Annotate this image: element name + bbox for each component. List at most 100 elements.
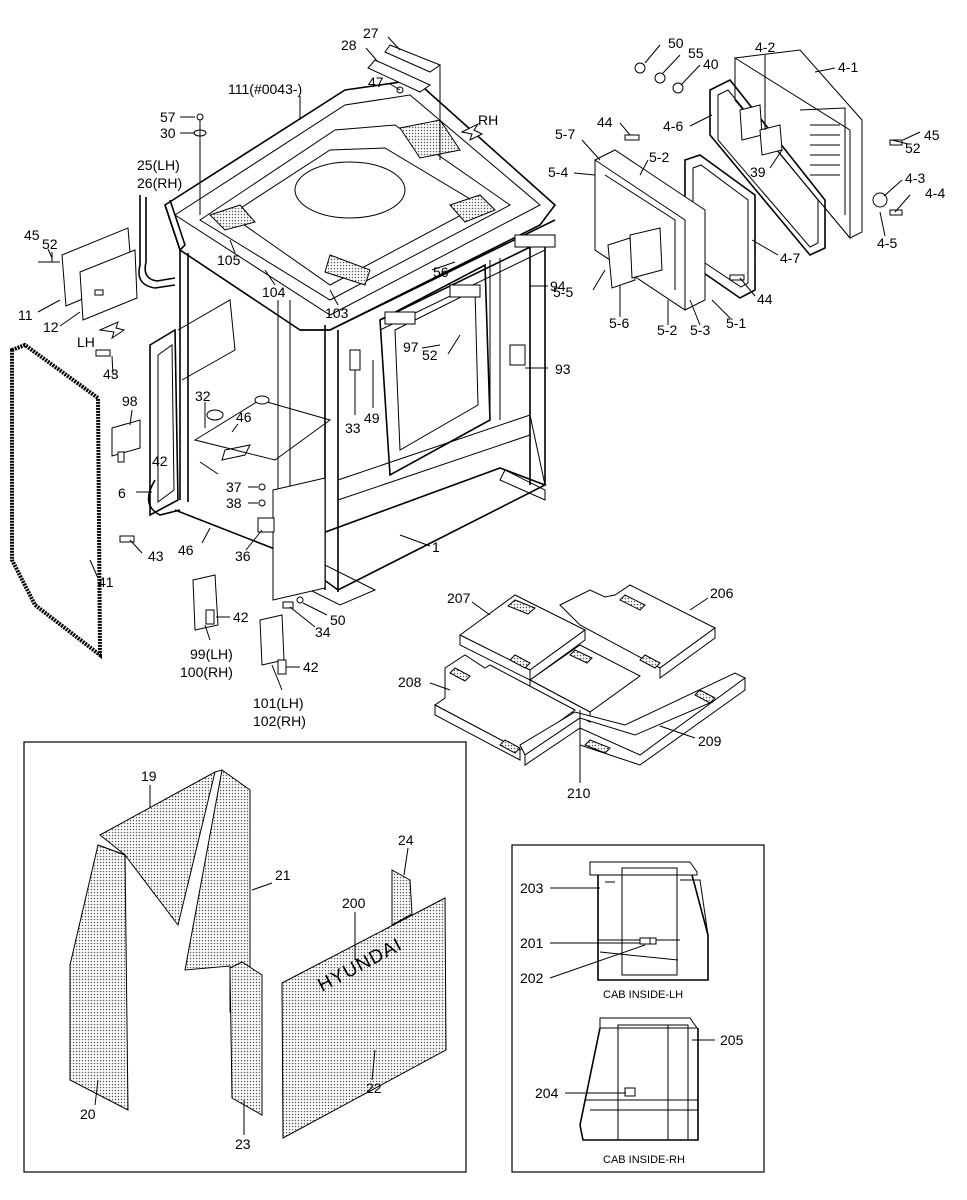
cab-inside-box bbox=[511, 844, 765, 1173]
trim-panel-24 bbox=[391, 869, 413, 926]
label-52-right: 52 bbox=[905, 140, 921, 156]
label-49: 49 bbox=[364, 410, 380, 426]
label-208: 208 bbox=[398, 674, 422, 690]
label-5-4: 5-4 bbox=[548, 164, 568, 180]
label-1: 1 bbox=[432, 539, 440, 555]
label-4-7: 4-7 bbox=[780, 250, 800, 266]
label-26: 26(RH) bbox=[137, 175, 182, 191]
label-104: 104 bbox=[262, 284, 286, 300]
label-34: 34 bbox=[315, 624, 331, 640]
label-205: 205 bbox=[720, 1032, 744, 1048]
label-207: 207 bbox=[447, 590, 471, 606]
cover-12 bbox=[79, 249, 138, 321]
part-number-labels: 27 28 47 111(#0043-) 57 30 25(LH) 26(RH)… bbox=[18, 25, 945, 1166]
label-100: 100(RH) bbox=[180, 664, 233, 680]
label-105: 105 bbox=[217, 252, 241, 268]
label-36: 36 bbox=[235, 548, 251, 564]
label-55: 55 bbox=[688, 45, 704, 61]
label-52-left: 52 bbox=[42, 236, 58, 252]
label-4-5: 4-5 bbox=[877, 235, 897, 251]
cab-frame-assembly bbox=[98, 44, 557, 606]
label-21: 21 bbox=[275, 867, 291, 883]
label-rh: RH bbox=[478, 112, 498, 128]
left-side-parts bbox=[10, 227, 304, 675]
label-101: 101(LH) bbox=[253, 695, 304, 711]
label-206: 206 bbox=[710, 585, 734, 601]
front-left-post bbox=[179, 250, 189, 502]
trim-inset-box bbox=[23, 741, 467, 1173]
label-5-6: 5-6 bbox=[609, 315, 629, 331]
label-38: 38 bbox=[226, 495, 242, 511]
label-lh: LH bbox=[77, 334, 95, 350]
label-42-left: 42 bbox=[152, 453, 168, 469]
trim-panel-22 bbox=[281, 897, 447, 1139]
label-4-6: 4-6 bbox=[663, 118, 683, 134]
label-45-left: 45 bbox=[24, 227, 40, 243]
mat-206 bbox=[559, 584, 716, 669]
label-25: 25(LH) bbox=[137, 157, 180, 173]
label-5-2-top: 5-2 bbox=[649, 149, 669, 165]
label-23: 23 bbox=[235, 1136, 251, 1152]
label-102: 102(RH) bbox=[253, 713, 306, 729]
label-202: 202 bbox=[520, 970, 544, 986]
trim-panel-19 bbox=[99, 771, 216, 927]
cab-inside-lh-view bbox=[589, 861, 709, 981]
label-57: 57 bbox=[160, 109, 176, 125]
label-4-1: 4-1 bbox=[838, 59, 858, 75]
trim-panel-23 bbox=[229, 961, 263, 1116]
label-99: 99(LH) bbox=[190, 646, 233, 662]
label-42-mid: 42 bbox=[233, 609, 249, 625]
label-52-mid: 52 bbox=[422, 347, 438, 363]
label-5-7: 5-7 bbox=[555, 126, 575, 142]
label-43-bottom: 43 bbox=[148, 548, 164, 564]
trim-panel-20 bbox=[69, 844, 129, 1111]
label-201: 201 bbox=[520, 935, 544, 951]
label-50-top: 50 bbox=[668, 35, 684, 51]
label-24: 24 bbox=[398, 832, 414, 848]
label-204: 204 bbox=[535, 1085, 559, 1101]
label-42-bottom: 42 bbox=[303, 659, 319, 675]
label-203: 203 bbox=[520, 880, 544, 896]
label-56: 56 bbox=[433, 264, 449, 280]
label-22: 22 bbox=[366, 1080, 382, 1096]
label-97: 97 bbox=[403, 339, 419, 355]
front-lower-panel bbox=[272, 477, 326, 601]
label-20: 20 bbox=[80, 1106, 96, 1122]
roof-panel bbox=[164, 79, 557, 331]
label-93: 93 bbox=[555, 361, 571, 377]
label-11: 11 bbox=[18, 307, 33, 323]
air-duct-assembly bbox=[594, 49, 903, 311]
duct-5-6 bbox=[607, 237, 636, 289]
label-200: 200 bbox=[342, 895, 366, 911]
label-39: 39 bbox=[750, 164, 766, 180]
front-right-post bbox=[324, 325, 339, 592]
leader-lines bbox=[37, 36, 921, 1135]
label-103: 103 bbox=[325, 305, 349, 321]
gasket-4-6 bbox=[709, 78, 826, 256]
label-27: 27 bbox=[363, 25, 379, 41]
label-5-3: 5-3 bbox=[690, 322, 710, 338]
bracket-101-102 bbox=[259, 614, 285, 666]
label-30: 30 bbox=[160, 125, 176, 141]
label-50-mid: 50 bbox=[330, 612, 346, 628]
label-6: 6 bbox=[118, 485, 126, 501]
label-12: 12 bbox=[43, 319, 59, 335]
label-43-top: 43 bbox=[103, 366, 119, 382]
label-19: 19 bbox=[141, 768, 157, 784]
label-5-1: 5-1 bbox=[726, 315, 746, 331]
label-210: 210 bbox=[567, 785, 591, 801]
label-4-2: 4-2 bbox=[755, 39, 775, 55]
label-45-right: 45 bbox=[924, 127, 940, 143]
label-4-3: 4-3 bbox=[905, 170, 925, 186]
label-4-4: 4-4 bbox=[925, 185, 945, 201]
label-5-2-bottom: 5-2 bbox=[657, 322, 677, 338]
cab-inside-rh-view bbox=[579, 1017, 699, 1141]
label-44-bottom: 44 bbox=[757, 291, 773, 307]
label-32: 32 bbox=[195, 388, 211, 404]
label-41: 41 bbox=[98, 574, 114, 590]
rear-right-post bbox=[529, 235, 546, 485]
door-seal-41 bbox=[10, 342, 103, 660]
interior-trim-panels bbox=[69, 769, 447, 1139]
label-28: 28 bbox=[341, 37, 357, 53]
label-46-bottom: 46 bbox=[178, 542, 194, 558]
